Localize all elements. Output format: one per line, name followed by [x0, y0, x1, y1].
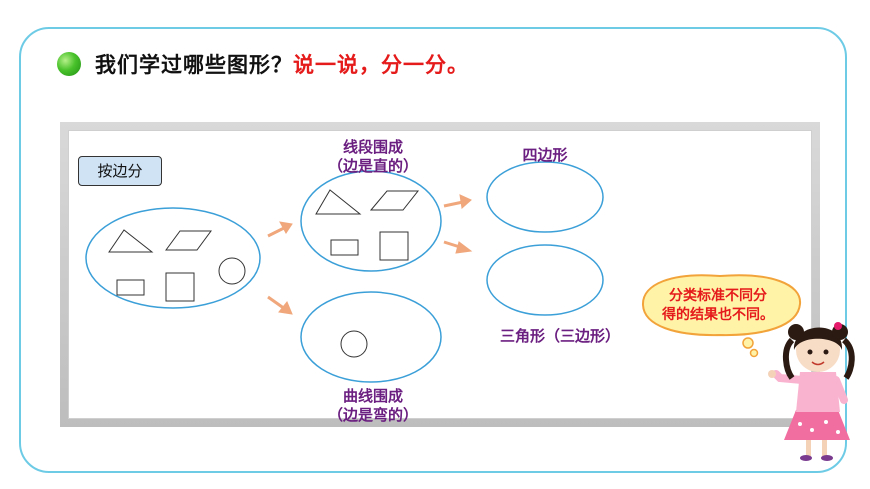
green-bullet-icon — [57, 52, 81, 76]
triangle-label: 三角形（三边形） — [499, 327, 620, 345]
straight-group-subtitle: （边是直的） — [327, 157, 418, 175]
parallelogram-shape — [369, 190, 420, 211]
triangle-shape — [315, 189, 362, 215]
speech-line-2: 得的结果也不同。 — [662, 307, 774, 323]
square-shape — [165, 272, 195, 302]
arrow-head-icon — [459, 194, 472, 209]
arrow-head-icon — [278, 301, 293, 315]
arrow-to-quad — [443, 200, 464, 208]
speech-line-1: 分类标准不同分 — [669, 288, 767, 304]
square-shape — [379, 231, 409, 261]
quadrilateral-label: 四边形 — [522, 146, 568, 164]
quadrilateral-ellipse — [486, 161, 604, 233]
straight-shapes-ellipse — [300, 170, 442, 272]
triangle-shape — [108, 229, 154, 253]
page-title: 我们学过哪些图形？说一说，分一分。 — [95, 49, 469, 79]
rectangle-shape — [330, 239, 359, 256]
circle-shape — [218, 257, 246, 285]
arrows — [267, 194, 473, 315]
speech-text: 分类标准不同分 得的结果也不同。 — [648, 287, 788, 325]
arrow-head-icon — [455, 241, 473, 254]
speech-bubble — [641, 274, 802, 337]
slide-frame — [19, 27, 847, 473]
title-instruction: 说一说，分一分。 — [293, 53, 469, 77]
circle-shape — [340, 330, 368, 358]
arrow-to-curve — [267, 295, 286, 311]
straight-group-title: 线段围成 — [342, 138, 403, 156]
arrow-head-icon — [279, 221, 293, 234]
rectangle-shape — [116, 279, 145, 296]
whiteboard-surface — [68, 130, 812, 419]
title-question: 我们学过哪些图形？ — [95, 53, 293, 77]
girl-illustration — [768, 322, 855, 461]
curve-shapes-ellipse — [300, 291, 442, 383]
parallelogram-shape — [165, 230, 212, 251]
curve-group-title: 曲线围成 — [342, 387, 403, 405]
curve-group-subtitle: （边是弯的） — [327, 406, 418, 424]
bubble-tail — [742, 337, 754, 349]
bubble-tail — [749, 348, 759, 358]
classify-by-sides-tag: 按边分 — [78, 156, 162, 186]
all-shapes-ellipse — [85, 207, 261, 309]
triangle-ellipse — [486, 244, 604, 316]
